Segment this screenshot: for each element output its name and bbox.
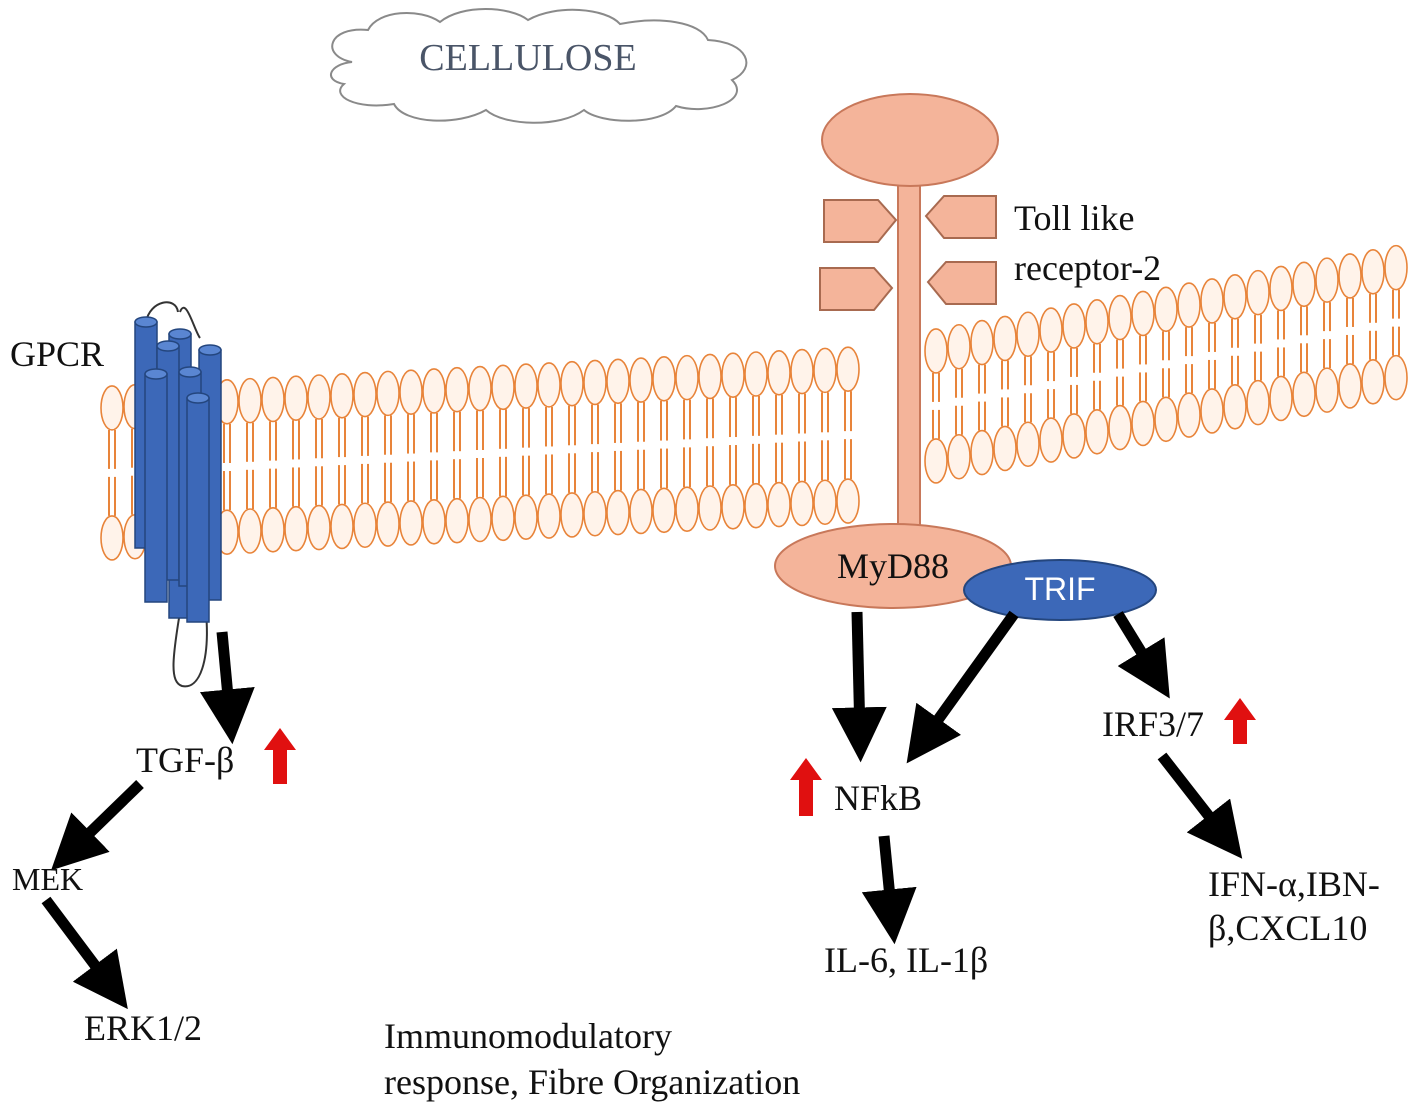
up-arrow-irf xyxy=(1224,698,1256,744)
lipid-molecule xyxy=(970,319,994,476)
gpcr-helix xyxy=(186,392,210,623)
up-arrow-nfkb xyxy=(790,758,822,816)
lipid-molecule xyxy=(606,358,630,536)
tgf-label: TGF-β xyxy=(136,740,234,780)
lipid-molecule xyxy=(468,365,492,543)
lipid-molecule xyxy=(924,328,948,484)
arrow-irf-to-ifn xyxy=(1157,752,1243,859)
tlr2-fragment xyxy=(819,267,894,311)
lipid-molecule xyxy=(1361,248,1385,405)
lipid-molecule xyxy=(445,366,469,544)
lipid-molecule xyxy=(307,374,331,551)
il-label: IL-6, IL-1β xyxy=(824,940,988,980)
tlr2-fragment xyxy=(926,261,997,305)
arrow-gpcr-to-tgf xyxy=(199,631,255,745)
tlr2-receptor xyxy=(819,93,999,531)
lipid-molecule xyxy=(1062,303,1086,459)
lipid-molecule xyxy=(422,368,446,545)
lipid-molecule xyxy=(284,375,308,552)
arrow-myd88-to-nfkb xyxy=(831,611,887,763)
tlr2-fragment xyxy=(924,195,997,239)
lipid-molecule xyxy=(238,377,262,554)
lipid-molecule xyxy=(675,354,699,532)
lipid-molecule xyxy=(698,353,722,531)
arrow-trif-to-nfkb xyxy=(906,610,1019,764)
lipid-molecule xyxy=(376,370,400,547)
lipid-molecule xyxy=(1338,253,1362,409)
trif-label: TRIF xyxy=(1024,571,1095,607)
tlr2-label-line2: receptor-2 xyxy=(1014,248,1161,288)
arrow-tgf-to-mek xyxy=(51,780,144,871)
lipid-molecule xyxy=(261,376,285,553)
lipid-molecule xyxy=(583,359,607,537)
lipid-molecule xyxy=(629,357,653,535)
lipid-molecule xyxy=(514,363,538,541)
lipid-molecule xyxy=(1384,244,1408,401)
lipid-molecule xyxy=(813,347,837,526)
ifn-label-line1: IFN-α,IBN- xyxy=(1208,864,1380,904)
arrow-nfkb-to-il xyxy=(861,835,917,945)
lipid-molecule xyxy=(721,352,745,530)
gpcr-receptor xyxy=(134,301,222,688)
lipid-molecule xyxy=(993,315,1017,472)
cellulose-cloud: CELLULOSE xyxy=(330,8,748,124)
lipid-molecule xyxy=(1016,311,1040,468)
gpcr-helix xyxy=(144,368,168,603)
cloud-label: CELLULOSE xyxy=(419,37,636,79)
lipid-molecule xyxy=(1177,282,1201,438)
trif-adaptor: TRIF xyxy=(963,559,1157,621)
bottom-text-line1: Immunomodulatory xyxy=(384,1016,672,1056)
lipid-molecule xyxy=(1200,278,1224,434)
erk-label: ERK1/2 xyxy=(84,1008,202,1048)
lipid-molecule xyxy=(1131,290,1155,447)
myd88-label: MyD88 xyxy=(837,546,949,586)
ifn-label-line2: β,CXCL10 xyxy=(1208,908,1367,948)
lipid-molecule xyxy=(353,371,377,549)
lipid-molecule xyxy=(100,385,124,561)
lipid-molecule xyxy=(1292,261,1316,418)
lipid-molecule xyxy=(836,346,860,524)
lipid-molecule xyxy=(399,369,423,546)
lipid-molecule xyxy=(1223,273,1247,430)
upregulation-arrows xyxy=(264,698,1256,816)
lipid-molecule xyxy=(947,323,971,480)
up-arrow-tgf xyxy=(264,728,296,784)
lipid-molecule xyxy=(790,348,814,527)
arrow-mek-to-erk xyxy=(41,896,128,1010)
cell-membrane xyxy=(100,244,1408,561)
myd88-adaptor: MyD88 xyxy=(774,523,1012,609)
tlr2-ectodomain xyxy=(821,93,999,187)
lipid-molecule xyxy=(491,364,515,542)
lipid-molecule xyxy=(767,349,791,528)
lipid-molecule xyxy=(1246,269,1270,426)
lipid-molecule xyxy=(537,362,561,539)
pathway-arrows xyxy=(41,610,1243,1010)
lipid-molecule xyxy=(744,351,768,529)
lipid-molecule xyxy=(1039,307,1063,463)
lipid-molecule xyxy=(652,356,676,534)
tlr2-label-line1: Toll like xyxy=(1014,198,1134,238)
tlr2-fragment xyxy=(823,199,898,243)
nfkb-label: NFkB xyxy=(834,778,922,818)
lipid-molecule xyxy=(1269,265,1293,422)
bottom-text-line2: response, Fibre Organization xyxy=(384,1062,800,1102)
mek-label: MEK xyxy=(12,861,83,897)
lipid-molecule xyxy=(1108,294,1132,451)
lipid-molecule xyxy=(1085,298,1109,455)
gpcr-label: GPCR xyxy=(10,334,104,374)
arrow-trif-to-irf xyxy=(1113,611,1170,699)
irf-label: IRF3/7 xyxy=(1102,704,1204,744)
lipid-molecule xyxy=(330,372,354,550)
lipid-molecule xyxy=(560,360,584,538)
lipid-molecule xyxy=(1315,257,1339,413)
lipid-molecule xyxy=(1154,286,1178,443)
